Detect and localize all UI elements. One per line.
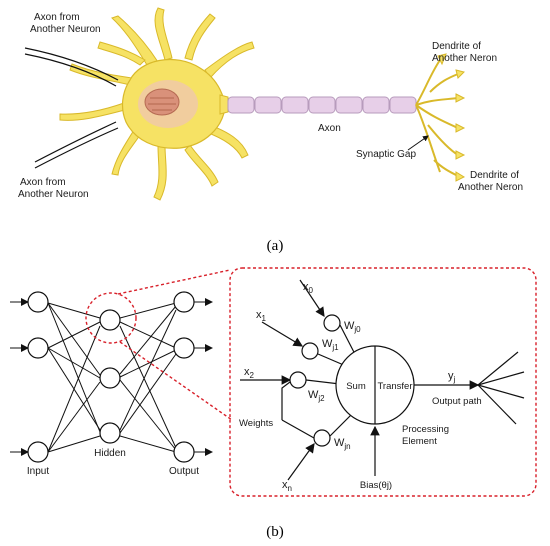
processing-element (240, 279, 525, 481)
output-node (173, 291, 195, 313)
network-connections (47, 302, 177, 453)
terminal-knobs (437, 53, 466, 182)
synaptic-gap-label: Synaptic Gap (356, 149, 416, 160)
w0-label: Wj0 (344, 320, 361, 334)
xn-label: xn (282, 479, 292, 493)
w1-label: Wj1 (322, 338, 339, 352)
hidden-node (99, 309, 121, 331)
axon-from-top-line1: Axon from (34, 12, 80, 23)
synaptic-gap-arrow (407, 135, 429, 151)
output-label: Output (169, 466, 199, 477)
zoom-box (229, 267, 537, 497)
x1-label: x1 (256, 309, 267, 323)
neuron-illustration (24, 7, 466, 201)
axon-from-bottom-line1: Axon from (20, 177, 66, 188)
input-label: Input (27, 466, 49, 477)
dendrite-bottom-line2: Another Neron (458, 182, 523, 193)
zoom-circle (85, 292, 137, 344)
output-node (173, 337, 195, 359)
processing-label-line2: Element (402, 436, 437, 447)
axon-from-top-line2: Another Neuron (30, 24, 101, 35)
dendrite-bottom-line1: Dendrite of (470, 170, 519, 181)
axon (227, 96, 417, 114)
incoming-axon-bottom (34, 121, 119, 169)
input-node (27, 291, 49, 313)
network-io-arrows (10, 298, 213, 456)
axon-terminals (415, 59, 459, 177)
incoming-axon-top (24, 47, 119, 87)
w2-label: Wj2 (308, 389, 325, 403)
hidden-node (99, 367, 121, 389)
zoom-line-bottom (119, 341, 233, 421)
axon-from-bottom-line2: Another Neuron (18, 189, 89, 200)
zoom-line-top (117, 269, 231, 295)
caption-a: (a) (267, 238, 284, 254)
hidden-label: Hidden (94, 448, 126, 459)
input-node (27, 441, 49, 463)
x0-label: x0 (303, 281, 314, 295)
nucleus (144, 88, 180, 116)
dendrite-top-line1: Dendrite of (432, 41, 481, 52)
output-path-label: Output path (432, 396, 482, 407)
transfer-label: Transfer (377, 381, 412, 392)
hidden-node (99, 422, 121, 444)
weights-label: Weights (239, 418, 273, 429)
sum-label: Sum (346, 381, 366, 392)
network-nodes (27, 291, 195, 463)
x2-label: x2 (244, 366, 255, 380)
caption-b: (b) (266, 524, 284, 540)
processing-label-line1: Processing (402, 424, 449, 435)
input-node (27, 337, 49, 359)
axon-label: Axon (318, 123, 341, 134)
yj-label: yj (448, 370, 456, 384)
output-node (173, 441, 195, 463)
dendrites (59, 7, 255, 201)
dendrite-top-line2: Another Neron (432, 53, 497, 64)
axon-hillock (219, 94, 229, 115)
bias-label: Bias(θj) (360, 480, 392, 491)
wn-label: Wjn (334, 437, 351, 451)
